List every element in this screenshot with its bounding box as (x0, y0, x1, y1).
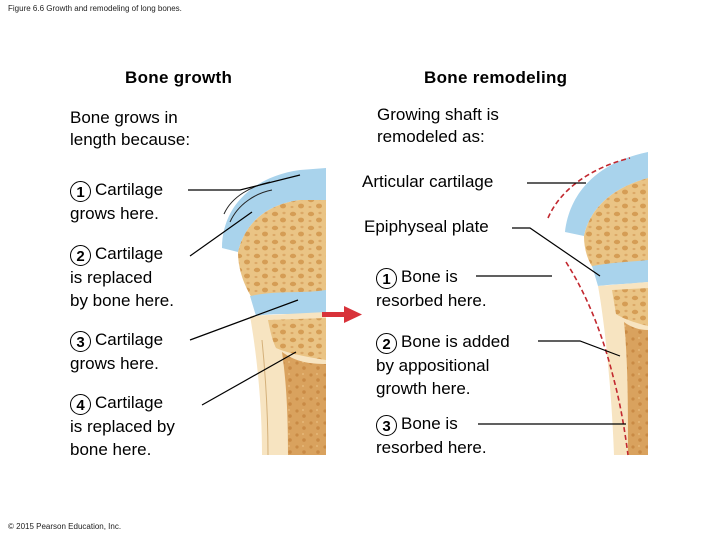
step-number-badge: 4 (70, 394, 91, 415)
step-text: resorbed here. (376, 438, 487, 457)
growth-outline-arc-inner (229, 189, 273, 223)
step-text: Cartilage (95, 244, 164, 263)
growth-shaft-edge (261, 339, 269, 456)
remodel-intro-line-2: remodeled as: (377, 127, 485, 146)
articular-cartilage-label: Articular cartilage (360, 172, 496, 192)
remodeling-bone-drawing (547, 152, 648, 456)
growth-intro-line-2: length because: (70, 130, 191, 149)
leader-growth-2 (189, 211, 253, 257)
remodel-marrow-cavity (624, 322, 648, 455)
growth-marrow-cavity (282, 352, 326, 455)
remodel-epiphyseal-plate (592, 260, 648, 286)
bone-remodeling-heading: Bone remodeling (424, 68, 568, 87)
step-text: resorbed here. (376, 291, 487, 310)
step-number-badge: 3 (376, 415, 397, 436)
step-text: Cartilage (95, 393, 164, 412)
growth-intro: Bone grows in length because: (70, 107, 190, 151)
step-text: growth here. (376, 379, 471, 398)
growth-epiphysis (238, 200, 326, 304)
step-text: is replaced (70, 268, 153, 287)
remodel-articular-cartilage (565, 152, 648, 236)
leader-growth-1 (188, 174, 301, 191)
remodel-intro: Growing shaft is remodeled as: (377, 104, 499, 148)
copyright-notice: © 2015 Pearson Education, Inc. (8, 522, 122, 531)
step-text: by bone here. (70, 291, 174, 310)
step-number-badge: 2 (376, 333, 397, 354)
step-text: grows here. (70, 204, 159, 223)
growth-articular-cartilage (222, 168, 326, 252)
remodel-intro-line-1: Growing shaft is (377, 105, 499, 124)
step-number-badge: 2 (70, 245, 91, 266)
growth-intro-line-1: Bone grows in (70, 108, 178, 127)
transition-arrow-icon (322, 306, 362, 323)
step-text: Bone is added (401, 332, 510, 351)
leader-remodel-2 (538, 340, 621, 357)
leader-epiphyseal (512, 227, 601, 277)
remodel-outline-top (547, 157, 631, 219)
step-text: Cartilage (95, 180, 164, 199)
step-text: Cartilage (95, 330, 164, 349)
growth-leader-lines (188, 174, 301, 406)
remodel-metaphysis (612, 288, 648, 326)
step-text: by appositional (376, 356, 490, 375)
epiphyseal-plate-label: Epiphyseal plate (362, 217, 491, 237)
step-text: Bone is (401, 267, 458, 286)
step-number-badge: 1 (376, 268, 397, 289)
remodel-outline-shaft (565, 261, 629, 456)
growth-metaphysis (268, 318, 326, 360)
growth-epiphyseal-plate (250, 290, 326, 316)
step-text: grows here. (70, 354, 159, 373)
step-number-badge: 1 (70, 181, 91, 202)
bone-growth-heading: Bone growth (125, 68, 233, 87)
step-text: bone here. (70, 440, 152, 459)
step-text: is replaced by (70, 417, 175, 436)
step-text: Bone is (401, 414, 458, 433)
leader-growth-4 (201, 351, 297, 406)
growth-bone-drawing (222, 168, 326, 456)
leader-growth-3 (189, 299, 299, 341)
step-number-badge: 3 (70, 331, 91, 352)
remodel-epiphysis (584, 178, 648, 272)
remodel-leader-lines (476, 182, 626, 425)
figure-caption: Figure 6.6 Growth and remodeling of long… (8, 4, 182, 13)
